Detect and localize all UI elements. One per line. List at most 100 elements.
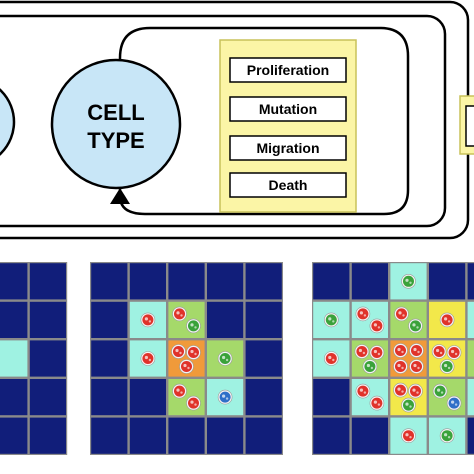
- process-label: Migration: [257, 140, 320, 156]
- biological-cell-green: [408, 318, 423, 334]
- biological-cell-green: [217, 351, 233, 366]
- grid-cell: [351, 417, 388, 454]
- process-item-death: Death: [229, 172, 347, 198]
- biological-cell-green: [401, 273, 416, 289]
- biological-cell-green: [432, 383, 448, 399]
- biological-cell-red: [323, 351, 339, 366]
- process-label: Death: [269, 177, 308, 193]
- biological-cell-green: [186, 318, 201, 334]
- lattice-grids: [0, 262, 474, 455]
- biological-cell-blue: [217, 389, 233, 405]
- biological-cell-green: [439, 359, 455, 374]
- grid-cell: [467, 417, 474, 454]
- grid-cell: [467, 379, 474, 416]
- biological-cell-red: [140, 351, 156, 366]
- grid-cell: [351, 263, 388, 300]
- node-label-line2: TYPE: [87, 128, 144, 153]
- left-partial-node: [0, 88, 16, 156]
- biological-cell-red: [394, 306, 409, 322]
- grid-cell: [390, 301, 427, 338]
- biological-cell-red: [369, 345, 385, 360]
- grid-cell: [168, 263, 205, 300]
- feedback-loop-arrow: [118, 26, 410, 216]
- grid-cell: [429, 263, 466, 300]
- biological-cell-red: [172, 306, 187, 322]
- grid-cell: [168, 417, 205, 454]
- process-item-migration: Migration: [229, 135, 347, 161]
- biological-cell-green: [401, 397, 416, 413]
- grid-cell: [91, 340, 128, 377]
- biological-cell-red: [409, 343, 424, 358]
- biological-cell-red: [186, 395, 201, 411]
- grid-cell: [91, 379, 128, 416]
- grid-middle: [90, 262, 283, 455]
- inner-rule-frame: [0, 14, 447, 228]
- grid-cell: [91, 301, 128, 338]
- biological-cell-red: [393, 382, 408, 398]
- grid-cell: [29, 379, 66, 416]
- grid-cell: [351, 301, 388, 338]
- node-label-line1: CELL: [87, 100, 144, 125]
- biological-cell-red: [179, 359, 194, 374]
- grid-cell: [467, 301, 474, 338]
- grid-cell: [0, 340, 28, 377]
- biological-cell-red: [409, 359, 424, 374]
- grid-cell: [245, 263, 282, 300]
- grid-cell: [245, 301, 282, 338]
- biological-cell-red: [354, 344, 370, 359]
- grid-cell: [351, 379, 388, 416]
- biological-cell-green: [362, 359, 378, 374]
- grid-cell: [467, 340, 474, 377]
- grid-cell: [0, 379, 28, 416]
- grid-cell: [168, 379, 205, 416]
- biological-cell-red: [401, 428, 416, 444]
- biological-cell-red: [408, 383, 423, 399]
- biological-cell-red: [355, 383, 371, 399]
- biological-cell-green: [323, 312, 339, 328]
- arrow-head: [110, 188, 130, 204]
- grid-cell: [29, 417, 66, 454]
- biological-cell-red: [369, 318, 385, 334]
- cell-type-node: CELL TYPE: [50, 58, 182, 190]
- grid-cell: [168, 301, 205, 338]
- biological-cell-red: [431, 344, 447, 359]
- biological-cell-red: [439, 312, 455, 328]
- grid-cell: [313, 417, 350, 454]
- grid-cell: [207, 301, 244, 338]
- biological-cell-red: [140, 312, 156, 328]
- grid-cell: [91, 417, 128, 454]
- grid-cell: [91, 263, 128, 300]
- grid-left: [0, 262, 68, 455]
- biological-cell-red: [369, 395, 385, 411]
- grid-cell: [0, 417, 28, 454]
- grid-cell: [207, 263, 244, 300]
- grid-cell: [245, 417, 282, 454]
- biological-cell-red: [186, 345, 201, 360]
- right-partial-panel: [459, 95, 474, 155]
- biological-cell-red: [446, 345, 462, 360]
- grid-cell: [429, 379, 466, 416]
- process-item-mutation: Mutation: [229, 96, 347, 122]
- grid-cell: [29, 340, 66, 377]
- model-panel: CELL TYPE Proliferation Mutation Migrati…: [0, 0, 474, 240]
- biological-cell-red: [172, 383, 187, 399]
- biological-cell-red: [393, 359, 408, 374]
- biological-cell-green: [439, 428, 455, 444]
- grid-cell: [245, 379, 282, 416]
- grid-cell: [0, 301, 28, 338]
- grid-right: [312, 262, 474, 455]
- grid-cell: [129, 379, 166, 416]
- biological-cell-red: [171, 344, 186, 359]
- grid-cell: [313, 263, 350, 300]
- biological-cell-red: [393, 343, 408, 358]
- grid-cell: [207, 417, 244, 454]
- grid-cell: [245, 340, 282, 377]
- grid-cell: [129, 263, 166, 300]
- process-item-proliferation: Proliferation: [229, 57, 347, 83]
- biological-cell-red: [355, 306, 371, 322]
- grid-cell: [29, 301, 66, 338]
- grid-cell: [467, 263, 474, 300]
- process-label: Proliferation: [247, 62, 329, 78]
- grid-cell: [29, 263, 66, 300]
